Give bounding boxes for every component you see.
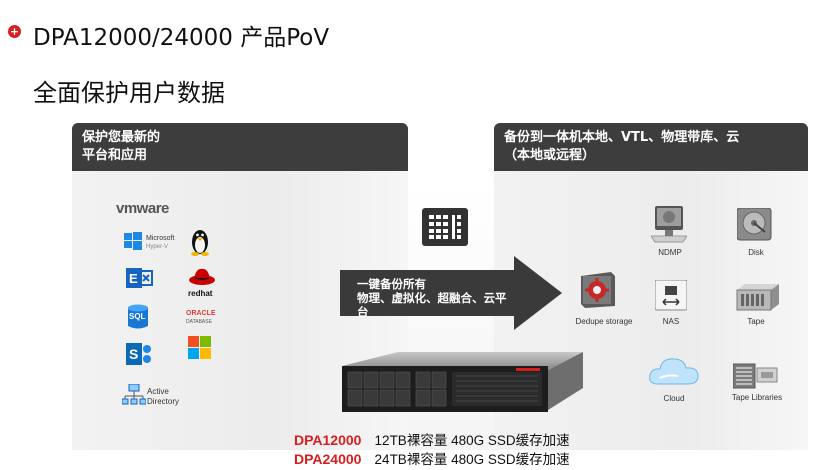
disk-icon [736, 207, 773, 242]
arrow-text: 一键备份所有 物理、虚拟化、超融合、云平 台 [357, 277, 537, 319]
model-spec-1: 12TB裸容量 480G SSD缓存加速 [374, 433, 570, 448]
hyperv-label: Microsoft Hyper-V [146, 235, 174, 251]
model-name-1: DPA12000 [294, 432, 362, 448]
model-spec-2: 24TB裸容量 480G SSD缓存加速 [374, 452, 570, 467]
tape-label: Tape [747, 317, 765, 326]
active-directory-line2: Directory [147, 397, 180, 406]
model-row-1: DPA12000 12TB裸容量 480G SSD缓存加速 [294, 429, 570, 449]
nas-label: NAS [662, 317, 680, 326]
oracle-database-label: DATABASE [186, 319, 212, 325]
redhat-icon: redhat [188, 266, 216, 298]
arrow-text-line2: 物理、虚拟化、超融合、云平 [357, 291, 507, 305]
dedupe-storage-label: Dedupe storage [575, 317, 633, 326]
slide-subtitle: 全面保护用户数据 [33, 79, 225, 107]
sharepoint-icon: S [126, 340, 154, 368]
right-panel-heading: 备份到一体机本地、VTL、物理带库、云 （本地或远程） [494, 123, 808, 171]
disk-label: Disk [748, 248, 764, 257]
slide-title: DPA12000/24000 产品PoV [33, 25, 330, 51]
arrow-text-line1: 一键备份所有 [357, 277, 426, 291]
dedupe-storage-icon [577, 270, 617, 310]
hyperv-label-line1: Microsoft [146, 235, 175, 242]
exchange-icon: E [126, 266, 154, 290]
oracle-database-logo: ORACLE DATABASE [186, 310, 216, 326]
ndmp-label: NDMP [658, 248, 682, 257]
active-directory-icon [121, 383, 147, 406]
redhat-label: redhat [188, 289, 213, 298]
tape-libraries-icon [732, 360, 779, 390]
vmware-logo: vmware [116, 200, 169, 217]
arrow-text-line3: 台 [357, 305, 369, 319]
svg-text:E: E [129, 271, 138, 286]
active-directory-label: Active Directory [147, 387, 179, 407]
oracle-label: ORACLE [186, 310, 216, 317]
windows-logo-icon [188, 336, 212, 360]
cloud-label: Cloud [663, 394, 685, 403]
tape-icon [733, 284, 779, 312]
server-grid-icon [422, 208, 468, 246]
sql-server-icon [126, 304, 150, 330]
left-heading-line1: 保护您最新的 [82, 130, 161, 145]
sql-label: SQL [129, 312, 146, 321]
model-name-2: DPA24000 [294, 451, 362, 467]
ndmp-icon [650, 206, 688, 244]
windows-hyperv-icon [124, 232, 142, 250]
linux-penguin-icon [188, 228, 212, 256]
left-heading-line2: 平台和应用 [82, 148, 148, 163]
tape-libraries-label: Tape Libraries [731, 393, 783, 402]
bullet-icon: + [8, 25, 21, 38]
left-panel-heading: 保护您最新的 平台和应用 [72, 123, 408, 171]
backup-flow-arrow [340, 256, 562, 330]
rack-server-image [338, 348, 583, 426]
right-heading-line1: 备份到一体机本地、VTL、物理带库、云 [504, 130, 740, 145]
model-row-2: DPA24000 24TB裸容量 480G SSD缓存加速 [294, 448, 570, 468]
right-heading-line2: （本地或远程） [504, 148, 596, 163]
nas-icon [654, 279, 688, 312]
active-directory-line1: Active [147, 387, 169, 396]
hyperv-label-line2: Hyper-V [146, 244, 169, 250]
cloud-icon [648, 354, 700, 388]
svg-text:S: S [129, 346, 138, 362]
